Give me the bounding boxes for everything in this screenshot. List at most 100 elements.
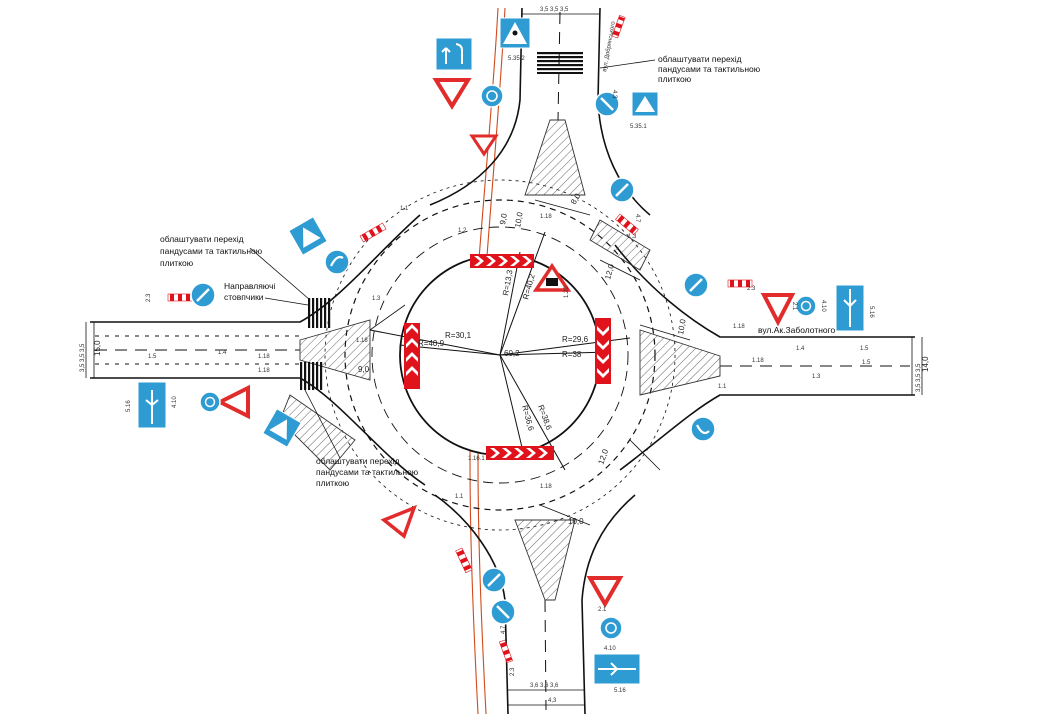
sign-code-labels: 5.16 4.10 5.16 4.10 5.16 4.10 2.1 2.1 5.… xyxy=(126,56,874,694)
svg-text:1.20: 1.20 xyxy=(564,286,570,298)
crosswalk-west-lower xyxy=(300,362,324,390)
roundabout-sign-icon xyxy=(599,616,623,640)
lane-direction-sign-icon xyxy=(435,37,473,71)
keep-direction-sign-icon xyxy=(481,567,507,593)
chevron-board-north xyxy=(470,254,534,268)
pedestrian-crossing-sign-icon xyxy=(288,216,328,256)
svg-text:1.5: 1.5 xyxy=(148,354,157,360)
street-name-north: вул. Добрянського xyxy=(602,20,617,72)
svg-text:облаштувати перехід: облаштувати перехід xyxy=(658,54,742,64)
svg-text:1.3: 1.3 xyxy=(812,374,821,380)
svg-text:1.18: 1.18 xyxy=(540,484,552,490)
svg-text:1.3: 1.3 xyxy=(628,234,637,240)
svg-text:пандусами та тактильною: пандусами та тактильною xyxy=(160,246,263,256)
svg-text:1.5: 1.5 xyxy=(860,346,869,352)
svg-text:4.3: 4.3 xyxy=(611,90,617,99)
chevron-board-west xyxy=(404,323,420,389)
note-crossing-north: облаштувати перехід пандусами та тактиль… xyxy=(658,54,761,84)
svg-text:1.18: 1.18 xyxy=(540,214,552,220)
lane-markings xyxy=(95,11,910,711)
svg-text:стовпчики: стовпчики xyxy=(224,292,264,302)
roundabout-sign-icon xyxy=(199,391,221,413)
svg-text:5.35.2: 5.35.2 xyxy=(508,56,525,62)
keep-direction-sign-icon xyxy=(683,272,709,298)
svg-text:3,5 3,5 3,5: 3,5 3,5 3,5 xyxy=(540,7,569,13)
delineator-stripes xyxy=(167,14,753,664)
svg-text:пандусами та тактильною: пандусами та тактильною xyxy=(658,64,761,74)
keep-direction-sign-icon xyxy=(190,282,216,308)
yield-sign-icon xyxy=(215,384,250,420)
yield-sign-icon xyxy=(760,293,796,327)
svg-text:4.10: 4.10 xyxy=(172,396,178,408)
keep-direction-sign-icon xyxy=(490,599,516,625)
svg-text:плиткою: плиткою xyxy=(658,74,692,84)
road-narrowing-sign-icon xyxy=(532,262,572,292)
lane-direction-sign-icon xyxy=(835,284,865,332)
crosswalks xyxy=(300,52,583,390)
svg-text:2.3: 2.3 xyxy=(747,286,756,292)
svg-text:3,5 3,5 3,5: 3,5 3,5 3,5 xyxy=(916,363,922,392)
svg-text:5.16: 5.16 xyxy=(126,400,132,412)
svg-text:1.1: 1.1 xyxy=(718,384,727,390)
svg-text:1.18: 1.18 xyxy=(258,368,270,374)
svg-text:1.18: 1.18 xyxy=(733,324,745,330)
svg-text:10,0: 10,0 xyxy=(568,517,584,526)
svg-text:облаштувати перехід: облаштувати перехід xyxy=(316,456,400,466)
keep-direction-sign-icon xyxy=(690,416,716,442)
note-guide-posts: Направляючі стовпчики xyxy=(224,281,275,302)
svg-text:1.1: 1.1 xyxy=(400,206,409,212)
svg-text:10,0: 10,0 xyxy=(676,318,688,335)
svg-text:4.7: 4.7 xyxy=(501,625,507,634)
svg-text:5.16: 5.16 xyxy=(868,306,874,318)
svg-text:плиткою: плиткою xyxy=(316,478,350,488)
roundabout-sign-icon xyxy=(795,295,817,317)
svg-text:Направляючі: Направляючі xyxy=(224,281,275,291)
note-crossing-southwest: облаштувати перехід пандусами та тактиль… xyxy=(316,456,419,488)
svg-text:60,2: 60,2 xyxy=(504,349,520,358)
svg-text:9,0: 9,0 xyxy=(498,212,509,225)
svg-text:R=29,6: R=29,6 xyxy=(562,335,589,344)
svg-text:облаштувати перехід: облаштувати перехід xyxy=(160,234,244,244)
svg-text:1.1: 1.1 xyxy=(455,494,464,500)
note-leaders xyxy=(249,59,656,459)
svg-text:1.18: 1.18 xyxy=(752,358,764,364)
svg-text:15,0: 15,0 xyxy=(93,340,102,356)
lane-direction-sign-icon xyxy=(137,381,167,429)
pedestrian-crossing-sign-icon xyxy=(499,17,531,49)
marking-labels: 1.18 1.18 1.18 1.18 1.18 1.18 1.18 1.3 1… xyxy=(148,206,871,500)
svg-text:1.4: 1.4 xyxy=(218,350,227,356)
svg-text:4.7: 4.7 xyxy=(634,214,640,223)
radius-lines xyxy=(369,231,631,471)
svg-text:1.3: 1.3 xyxy=(372,296,381,302)
svg-text:2.1: 2.1 xyxy=(598,607,607,613)
street-name-east: вул.Ак.Заболотного xyxy=(758,325,836,335)
road-narrowing-sign-icon xyxy=(380,504,417,539)
svg-text:2.3: 2.3 xyxy=(146,293,152,302)
svg-text:4,3: 4,3 xyxy=(548,698,557,704)
svg-text:12,0: 12,0 xyxy=(596,447,610,465)
svg-text:1.2: 1.2 xyxy=(458,228,467,234)
svg-text:1.4: 1.4 xyxy=(796,346,805,352)
svg-text:4.10: 4.10 xyxy=(604,646,616,652)
svg-text:3,5 3,5 3,5: 3,5 3,5 3,5 xyxy=(80,343,86,372)
svg-text:пандусами та тактильною: пандусами та тактильною xyxy=(316,467,419,477)
svg-text:9,0: 9,0 xyxy=(358,365,370,374)
svg-text:плиткою: плиткою xyxy=(160,258,194,268)
svg-text:4.10: 4.10 xyxy=(820,300,826,312)
keep-direction-sign-icon xyxy=(594,91,620,117)
svg-text:1.5: 1.5 xyxy=(862,360,871,366)
keep-direction-sign-icon xyxy=(609,177,635,203)
crosswalk-north xyxy=(537,52,583,74)
svg-text:1.16.1: 1.16.1 xyxy=(468,456,485,462)
svg-text:12,0: 12,0 xyxy=(603,263,616,281)
yield-sign-icon xyxy=(586,576,624,609)
svg-text:5.16: 5.16 xyxy=(614,688,626,694)
svg-text:2.1: 2.1 xyxy=(791,302,797,311)
note-crossing-west: облаштувати перехід пандусами та тактиль… xyxy=(160,234,263,268)
chevron-board-east xyxy=(595,318,611,384)
chevron-board-south xyxy=(486,446,554,460)
svg-text:2.3: 2.3 xyxy=(510,667,516,676)
svg-text:R=30,1: R=30,1 xyxy=(445,331,472,340)
svg-text:1.18: 1.18 xyxy=(356,338,368,344)
